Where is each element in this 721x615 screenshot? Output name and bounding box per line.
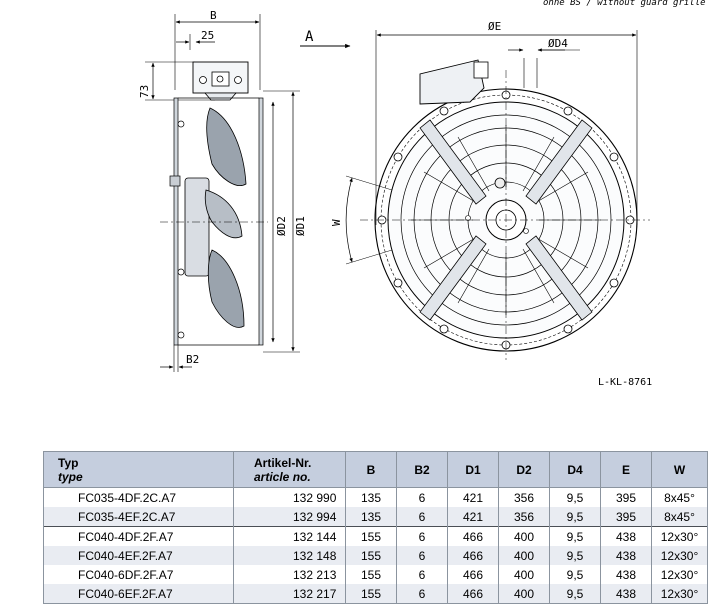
side-view: B 25 73 ØD2 (138, 9, 307, 372)
table-row: FC040-4EF.2F.A7 132 148 155 6 466 400 9,… (43, 546, 708, 565)
cell-d4: 9,5 (549, 526, 601, 546)
cell-w: 8x45° (651, 507, 708, 527)
cell-d1: 421 (447, 487, 499, 507)
cell-d4: 9,5 (549, 487, 601, 507)
cell-b2: 6 (396, 584, 448, 604)
cell-e: 438 (600, 526, 652, 546)
cell-typ: FC035-4DF.2C.A7 (43, 487, 234, 507)
cell-d4: 9,5 (549, 546, 601, 565)
header-e: E (600, 451, 652, 488)
cell-typ: FC040-6EF.2F.A7 (43, 584, 234, 604)
header-d2: D2 (498, 451, 550, 488)
header-d1: D1 (447, 451, 499, 488)
dim-d1-label: ØD1 (294, 216, 307, 236)
header-b2: B2 (396, 451, 448, 488)
table-row: FC035-4EF.2C.A7 132 994 135 6 421 356 9,… (43, 507, 708, 527)
cell-d2: 400 (498, 526, 550, 546)
cell-b: 135 (345, 507, 397, 527)
cell-d4: 9,5 (549, 507, 601, 527)
header-article: Artikel-Nr. article no. (233, 451, 346, 488)
cell-b2: 6 (396, 565, 448, 584)
cell-b: 155 (345, 546, 397, 565)
cell-b: 135 (345, 487, 397, 507)
front-view: ØE ØD4 (330, 20, 650, 360)
header-art-en: article no. (254, 469, 311, 484)
cell-d2: 400 (498, 584, 550, 604)
cell-b2: 6 (396, 507, 448, 527)
drawing-reference: L-KL-8761 (598, 377, 652, 388)
view-a-arrow: A (300, 29, 351, 49)
cell-w: 12x30° (651, 526, 708, 546)
dim-e-label: ØE (488, 20, 501, 33)
table-row: FC040-6DF.2F.A7 132 213 155 6 466 400 9,… (43, 565, 708, 584)
dim-73-label: 73 (138, 85, 151, 98)
dim-d4-label: ØD4 (548, 37, 568, 50)
header-typ-en: type (58, 469, 83, 484)
dimension-table: Typ type Artikel-Nr. article no. B B2 D1… (43, 451, 708, 604)
cell-b2: 6 (396, 526, 448, 546)
cell-d1: 466 (447, 565, 499, 584)
cell-d1: 466 (447, 546, 499, 565)
dim-25-label: 25 (201, 29, 214, 42)
cell-w: 8x45° (651, 487, 708, 507)
cell-e: 395 (600, 507, 652, 527)
header-b: B (345, 451, 397, 488)
cell-typ: FC040-4EF.2F.A7 (43, 546, 234, 565)
cell-d2: 400 (498, 565, 550, 584)
cell-w: 12x30° (651, 584, 708, 604)
header-d4: D4 (549, 451, 601, 488)
cell-article: 132 217 (233, 584, 346, 604)
table-row: FC040-6EF.2F.A7 132 217 155 6 466 400 9,… (43, 584, 708, 604)
cell-d1: 466 (447, 584, 499, 604)
cell-typ: FC040-6DF.2F.A7 (43, 565, 234, 584)
cell-e: 395 (600, 487, 652, 507)
cell-d4: 9,5 (549, 584, 601, 604)
cell-b2: 6 (396, 546, 448, 565)
table-row: FC035-4DF.2C.A7 132 990 135 6 421 356 9,… (43, 487, 708, 507)
cell-b2: 6 (396, 487, 448, 507)
table-header-row: Typ type Artikel-Nr. article no. B B2 D1… (43, 451, 708, 488)
guard-note: ohne BS / without guard grille (543, 0, 706, 8)
cell-article: 132 994 (233, 507, 346, 527)
cell-e: 438 (600, 546, 652, 565)
dim-w-label: W (330, 219, 343, 226)
dim-b2-label: B2 (186, 353, 199, 366)
cell-w: 12x30° (651, 546, 708, 565)
cell-b: 155 (345, 565, 397, 584)
header-art-de: Artikel-Nr. (254, 455, 312, 470)
cell-w: 12x30° (651, 565, 708, 584)
view-a-label: A (305, 29, 314, 45)
table-row: FC040-4DF.2F.A7 132 144 155 6 466 400 9,… (43, 526, 708, 546)
dim-b-label: B (210, 9, 217, 22)
header-w: W (651, 451, 708, 488)
dim-d2-label: ØD2 (275, 216, 288, 236)
cell-d2: 400 (498, 546, 550, 565)
cell-e: 438 (600, 565, 652, 584)
cell-article: 132 144 (233, 526, 346, 546)
cell-d4: 9,5 (549, 565, 601, 584)
cell-article: 132 213 (233, 565, 346, 584)
cell-b: 155 (345, 584, 397, 604)
cell-d1: 466 (447, 526, 499, 546)
cell-d1: 421 (447, 507, 499, 527)
technical-drawing: ohne BS / without guard grille B 25 73 (138, 0, 706, 388)
cell-article: 132 990 (233, 487, 346, 507)
cell-e: 438 (600, 584, 652, 604)
cell-article: 132 148 (233, 546, 346, 565)
header-typ: Typ type (43, 451, 234, 488)
cell-typ: FC040-4DF.2F.A7 (43, 526, 234, 546)
header-typ-de: Typ (58, 455, 79, 470)
cell-d2: 356 (498, 487, 550, 507)
cell-typ: FC035-4EF.2C.A7 (43, 507, 234, 527)
cell-b: 155 (345, 526, 397, 546)
cell-d2: 356 (498, 507, 550, 527)
